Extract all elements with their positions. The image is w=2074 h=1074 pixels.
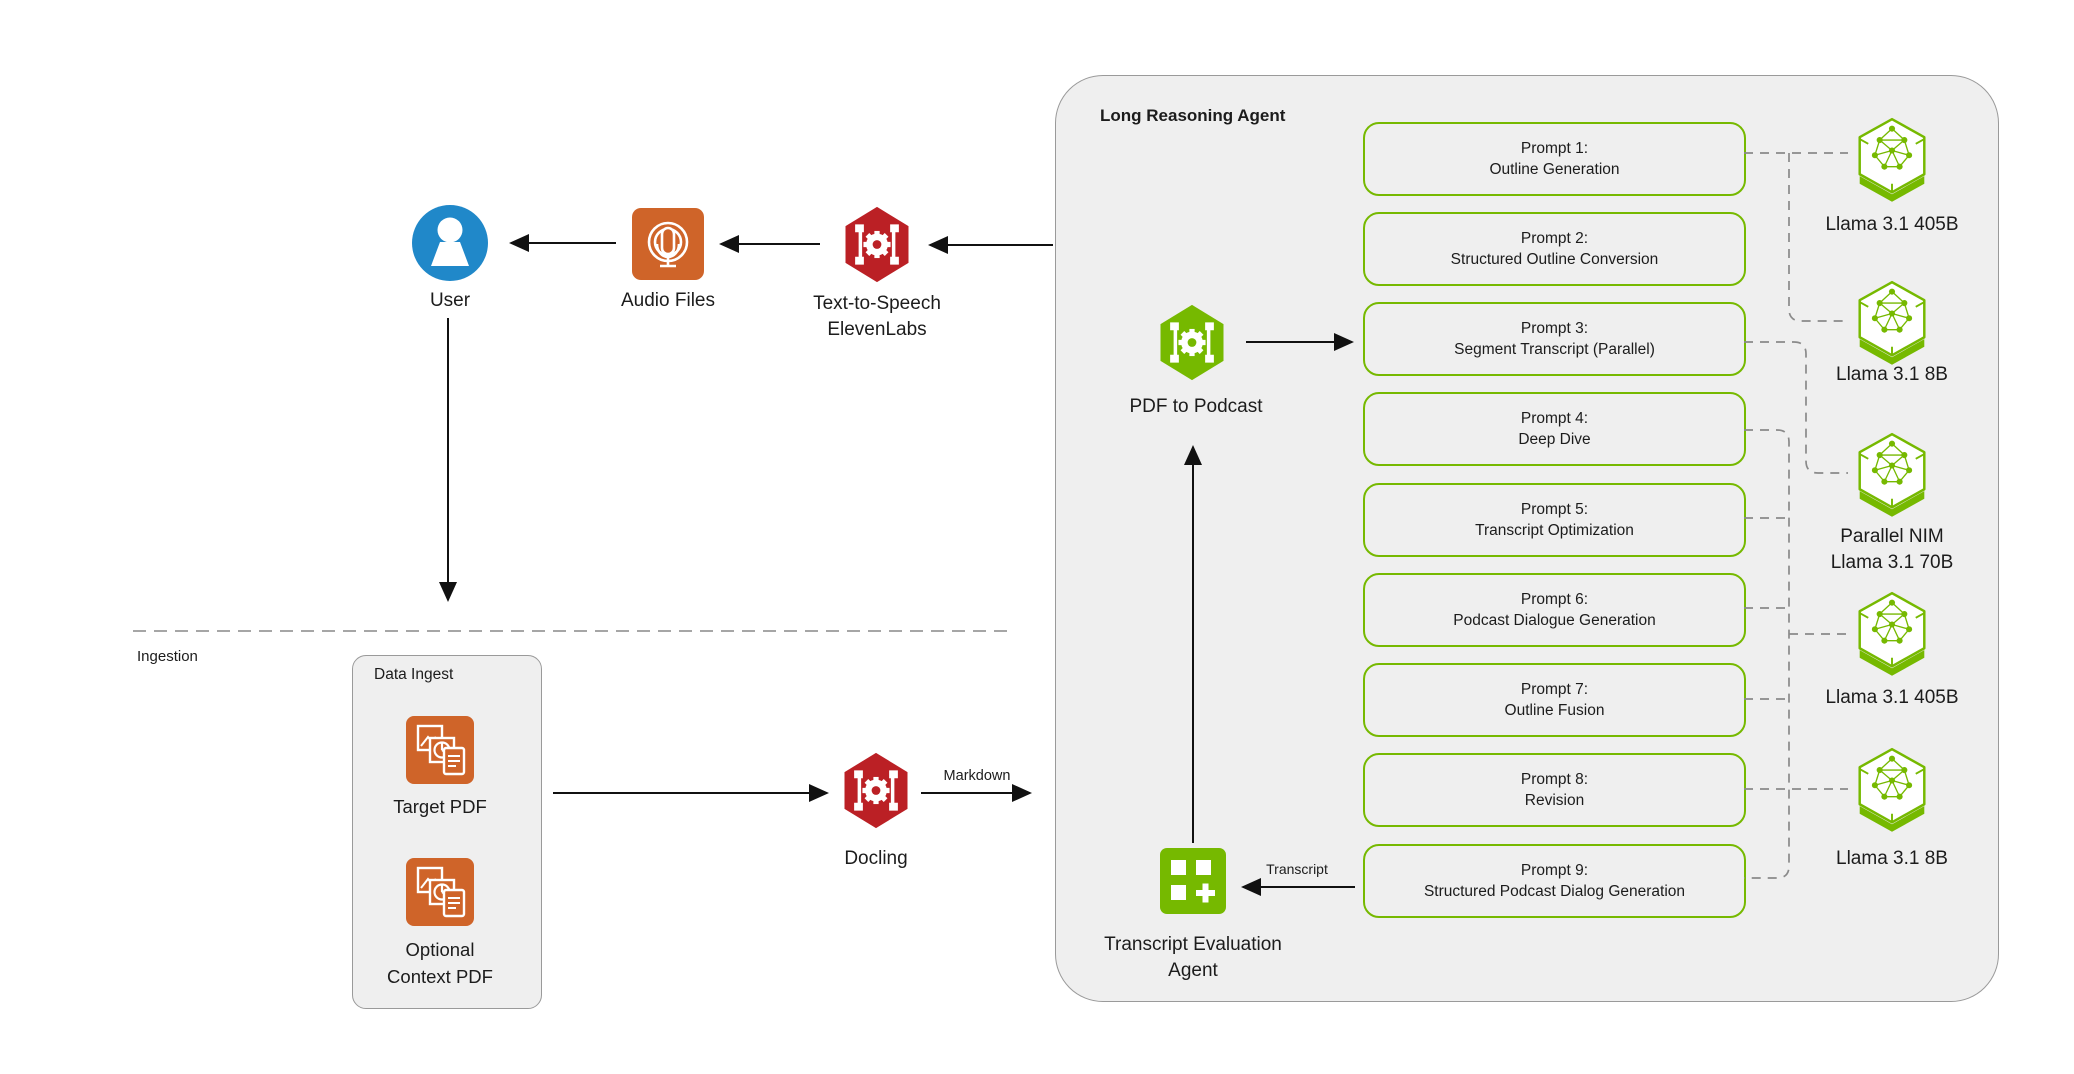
prompt-4-box: Prompt 4: Deep Dive xyxy=(1363,392,1746,466)
parallel-nim-label-line2: Llama 3.1 70B xyxy=(1830,552,1954,573)
prompt-1-box: Prompt 1: Outline Generation xyxy=(1363,122,1746,196)
prompt-4-subtitle: Deep Dive xyxy=(1518,431,1591,448)
data-ingest-title: Data Ingest xyxy=(374,666,454,683)
llama-nim-cube-icon xyxy=(1854,429,1930,521)
ingestion-section-label: Ingestion xyxy=(137,648,198,665)
prompt-5-box: Prompt 5: Transcript Optimization xyxy=(1363,483,1746,557)
model-label-parallel-nim-70b: Parallel NIM Llama 3.1 70B xyxy=(1792,524,1992,576)
prompt-3-title: Prompt 3: xyxy=(1520,320,1589,337)
tea-label-line1: Transcript Evaluation xyxy=(1104,934,1282,955)
model-label-llama-405b-2: Llama 3.1 405B xyxy=(1825,687,1959,708)
prompt-3-subtitle: Segment Transcript (Parallel) xyxy=(1454,341,1655,358)
prompt-7-box: Prompt 7: Outline Fusion xyxy=(1363,663,1746,737)
model-label-llama-405b-1: Llama 3.1 405B xyxy=(1825,214,1959,235)
docling-label: Docling xyxy=(844,848,908,869)
long-reasoning-agent-title: Long Reasoning Agent xyxy=(1100,106,1286,125)
model-label-llama-8b-2: Llama 3.1 8B xyxy=(1836,848,1948,869)
documents-stack-icon xyxy=(406,716,474,784)
prompt-2-box: Prompt 2: Structured Outline Conversion xyxy=(1363,212,1746,286)
prompt-5-subtitle: Transcript Optimization xyxy=(1475,522,1634,539)
llama-nim-cube-icon xyxy=(1854,744,1930,836)
prompt-9-box: Prompt 9: Structured Podcast Dialog Gene… xyxy=(1363,844,1746,918)
documents-stack-icon xyxy=(406,858,474,926)
nim-hexagon-gear-icon xyxy=(842,205,912,284)
text-to-speech-label-line1: Text-to-Speech xyxy=(813,293,941,314)
prompt-7-subtitle: Outline Fusion xyxy=(1504,702,1605,719)
data-ingest-container xyxy=(352,655,542,1009)
audio-files-label: Audio Files xyxy=(621,290,715,311)
optional-label-line1: Optional xyxy=(405,939,475,960)
prompt-2-title: Prompt 2: xyxy=(1520,230,1589,247)
prompt-1-subtitle: Outline Generation xyxy=(1489,161,1620,178)
prompt-9-subtitle: Structured Podcast Dialog Generation xyxy=(1423,883,1686,900)
prompt-4-title: Prompt 4: xyxy=(1520,410,1589,427)
prompt-1-title: Prompt 1: xyxy=(1520,140,1589,157)
prompt-6-subtitle: Podcast Dialogue Generation xyxy=(1453,612,1656,629)
prompt-8-subtitle: Revision xyxy=(1524,792,1585,809)
prompt-2-subtitle: Structured Outline Conversion xyxy=(1450,251,1659,268)
prompt-7-title: Prompt 7: xyxy=(1520,681,1589,698)
grid-plus-icon xyxy=(1160,848,1226,914)
tea-label-line2: Agent xyxy=(1168,960,1218,981)
prompt-8-title: Prompt 8: xyxy=(1520,771,1589,788)
nim-hexagon-gear-icon xyxy=(1157,303,1227,382)
llama-nim-cube-icon xyxy=(1854,277,1930,369)
model-label-llama-8b-1: Llama 3.1 8B xyxy=(1836,364,1948,385)
prompt-8-box: Prompt 8: Revision xyxy=(1363,753,1746,827)
text-to-speech-label-line2: ElevenLabs xyxy=(827,319,927,340)
llama-nim-cube-icon xyxy=(1854,114,1930,206)
nim-hexagon-gear-icon xyxy=(841,751,911,830)
podcast-microphone-icon xyxy=(632,208,704,280)
optional-context-pdf-label: Optional Context PDF xyxy=(350,936,530,990)
prompt-9-title: Prompt 9: xyxy=(1520,862,1589,879)
llama-nim-cube-icon xyxy=(1854,588,1930,680)
optional-label-line2: Context PDF xyxy=(387,966,493,987)
pdf-to-podcast-label: PDF to Podcast xyxy=(1129,396,1263,417)
prompt-6-box: Prompt 6: Podcast Dialogue Generation xyxy=(1363,573,1746,647)
prompt-5-title: Prompt 5: xyxy=(1520,501,1589,518)
prompt-6-title: Prompt 6: xyxy=(1520,591,1589,608)
user-label: User xyxy=(429,290,471,311)
prompt-3-box: Prompt 3: Segment Transcript (Parallel) xyxy=(1363,302,1746,376)
transcript-edge-label: Transcript xyxy=(1266,861,1328,877)
user-person-icon xyxy=(412,205,488,281)
target-pdf-label: Target PDF xyxy=(393,796,487,817)
transcript-evaluation-agent-label: Transcript Evaluation Agent xyxy=(1073,932,1313,984)
parallel-nim-label-line1: Parallel NIM xyxy=(1840,526,1944,547)
markdown-edge-label: Markdown xyxy=(943,768,1011,784)
text-to-speech-label: Text-to-Speech ElevenLabs xyxy=(777,291,977,343)
